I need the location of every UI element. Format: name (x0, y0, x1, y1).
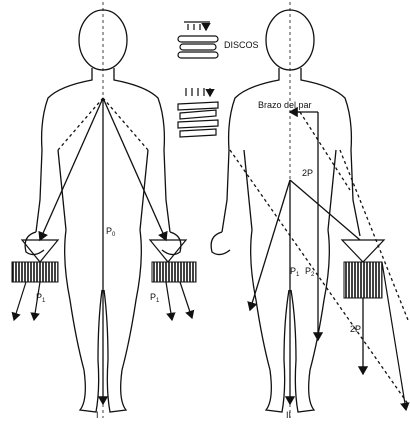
left-force-lines (40, 98, 166, 404)
barbell-weight-icon (344, 262, 382, 298)
disc-stack-upper (178, 22, 218, 58)
barbell-weight-icon (152, 262, 196, 282)
right-double-force-lower-label: 2P (350, 324, 361, 334)
barbell-weight-icon (12, 262, 58, 282)
figure-right-number: II (286, 410, 291, 420)
right-double-force-upper-label: 2P (302, 168, 313, 178)
right-body-figure (211, 10, 360, 412)
left-weight-force-left-label: P1 (36, 292, 46, 304)
left-weight-force-right-label: P1 (150, 292, 160, 304)
disc-stack-lower (178, 88, 218, 137)
disc-label: DISCOS (224, 40, 259, 50)
right-lever-arm-label: Brazo del par (258, 100, 312, 110)
figure-left-number: I (96, 410, 99, 420)
right-force-lines (230, 112, 408, 404)
right-center-force-b-label: P2 (305, 266, 315, 278)
left-center-force-label: P0 (106, 226, 116, 238)
right-center-force-a-label: P1 (290, 266, 300, 278)
left-weight-left (12, 240, 58, 320)
spinal-disc-icon (178, 22, 218, 137)
left-weight-right (150, 240, 196, 320)
right-torso-outline (222, 68, 360, 236)
